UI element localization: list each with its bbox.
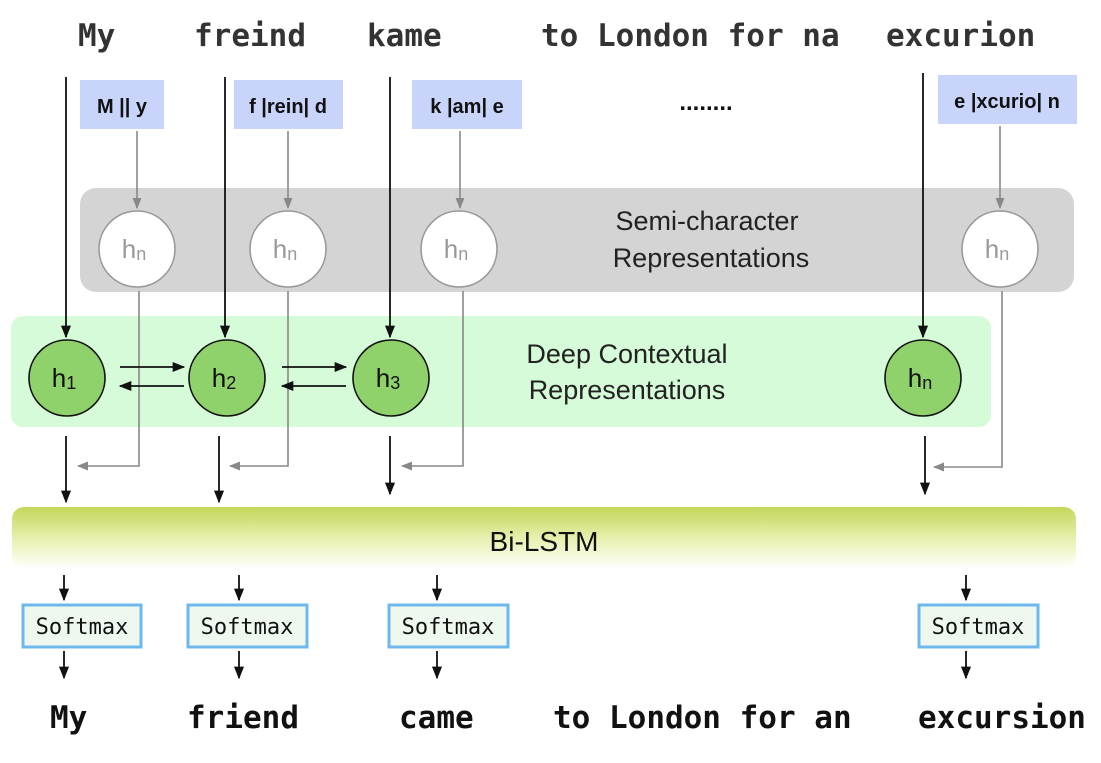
semichar-node-1 [98, 210, 176, 288]
semichar-node-1-sub: n [136, 244, 146, 264]
context-node-h3 [352, 339, 430, 417]
semichar-label-2: f |rein| d [249, 96, 327, 118]
semichar-node-4-sub: n [999, 244, 1009, 264]
context-band-title-line1: Deep Contextual [526, 339, 727, 369]
softmax-label-2: Softmax [201, 615, 294, 640]
semichar-label-1: M || y [97, 96, 148, 118]
ellipsis: ........ [679, 89, 732, 116]
semichar-label-box-5 [938, 75, 1077, 124]
semichar-label-box-3 [412, 80, 522, 129]
softmax-box-3 [387, 603, 510, 649]
context-node-h1-label: h [52, 363, 66, 393]
bilstm-layer [12, 507, 1076, 569]
context-node-hn-label: h [908, 363, 922, 393]
semichar-node-3-sub: n [458, 244, 468, 264]
svg-text:hn: hn [273, 234, 297, 264]
svg-text:hn: hn [444, 234, 468, 264]
route-semichar1-to-bilstm [76, 291, 140, 471]
context-node-h1-sub: 1 [66, 373, 76, 393]
context-node-h3-label: h [376, 363, 390, 393]
context-node-hn-sub: n [922, 373, 932, 393]
context-node-h2-label: h [212, 363, 226, 393]
semichar-label-5: e |xcurio| n [954, 91, 1060, 113]
input-word-5: excurion [886, 18, 1035, 54]
output-word-3: came [399, 700, 474, 736]
softmax-box-2 [186, 603, 309, 649]
semichar-band-title-line1: Semi-character [615, 206, 798, 236]
svg-text:hn: hn [908, 363, 932, 393]
svg-text:hn: hn [122, 234, 146, 264]
softmax-label-3: Softmax [402, 615, 495, 640]
route-semichar4-to-bilstm [932, 291, 1003, 472]
softmax-label-4: Softmax [932, 615, 1025, 640]
semichar-node-3 [420, 210, 498, 288]
softmax-box-4 [917, 603, 1040, 649]
svg-text:hn: hn [985, 234, 1009, 264]
semichar-band [80, 188, 1074, 292]
output-word-1: My [50, 700, 87, 736]
context-band-title-line2: Representations [529, 375, 726, 405]
softmax-label-1: Softmax [36, 615, 129, 640]
softmax-box-1 [21, 603, 143, 649]
semichar-node-2 [249, 210, 327, 288]
input-word-2: freind [194, 18, 306, 54]
context-band [11, 316, 991, 427]
input-word-4: to London for na [541, 18, 840, 54]
semichar-node-1-label: h [122, 234, 136, 264]
output-word-5: excursion [918, 700, 1086, 736]
route-semichar3-to-bilstm [400, 291, 464, 471]
context-node-hn [884, 339, 962, 417]
context-node-h3-sub: 3 [390, 373, 400, 393]
output-word-2: friend [187, 700, 299, 736]
context-node-h2-sub: 2 [226, 373, 236, 393]
semichar-label-box-2 [234, 80, 343, 129]
route-semichar2-to-bilstm [228, 291, 289, 471]
semichar-label-3: k |am| e [430, 96, 503, 118]
context-node-h1 [28, 339, 106, 417]
svg-text:h1: h1 [52, 363, 76, 393]
semichar-node-4-label: h [985, 234, 999, 264]
semichar-band-title-line2: Representations [613, 243, 810, 273]
context-node-h2 [188, 339, 266, 417]
output-word-4: to London for an [553, 700, 852, 736]
semichar-label-box-1 [80, 80, 164, 129]
svg-text:h2: h2 [212, 363, 236, 393]
semichar-node-2-label: h [273, 234, 287, 264]
input-word-3: kame [367, 18, 442, 54]
semichar-node-3-label: h [444, 234, 458, 264]
input-word-1: My [78, 18, 115, 54]
bilstm-label: Bi-LSTM [490, 526, 599, 557]
semichar-node-2-sub: n [287, 244, 297, 264]
semichar-node-4 [961, 210, 1039, 288]
svg-text:h3: h3 [376, 363, 400, 393]
